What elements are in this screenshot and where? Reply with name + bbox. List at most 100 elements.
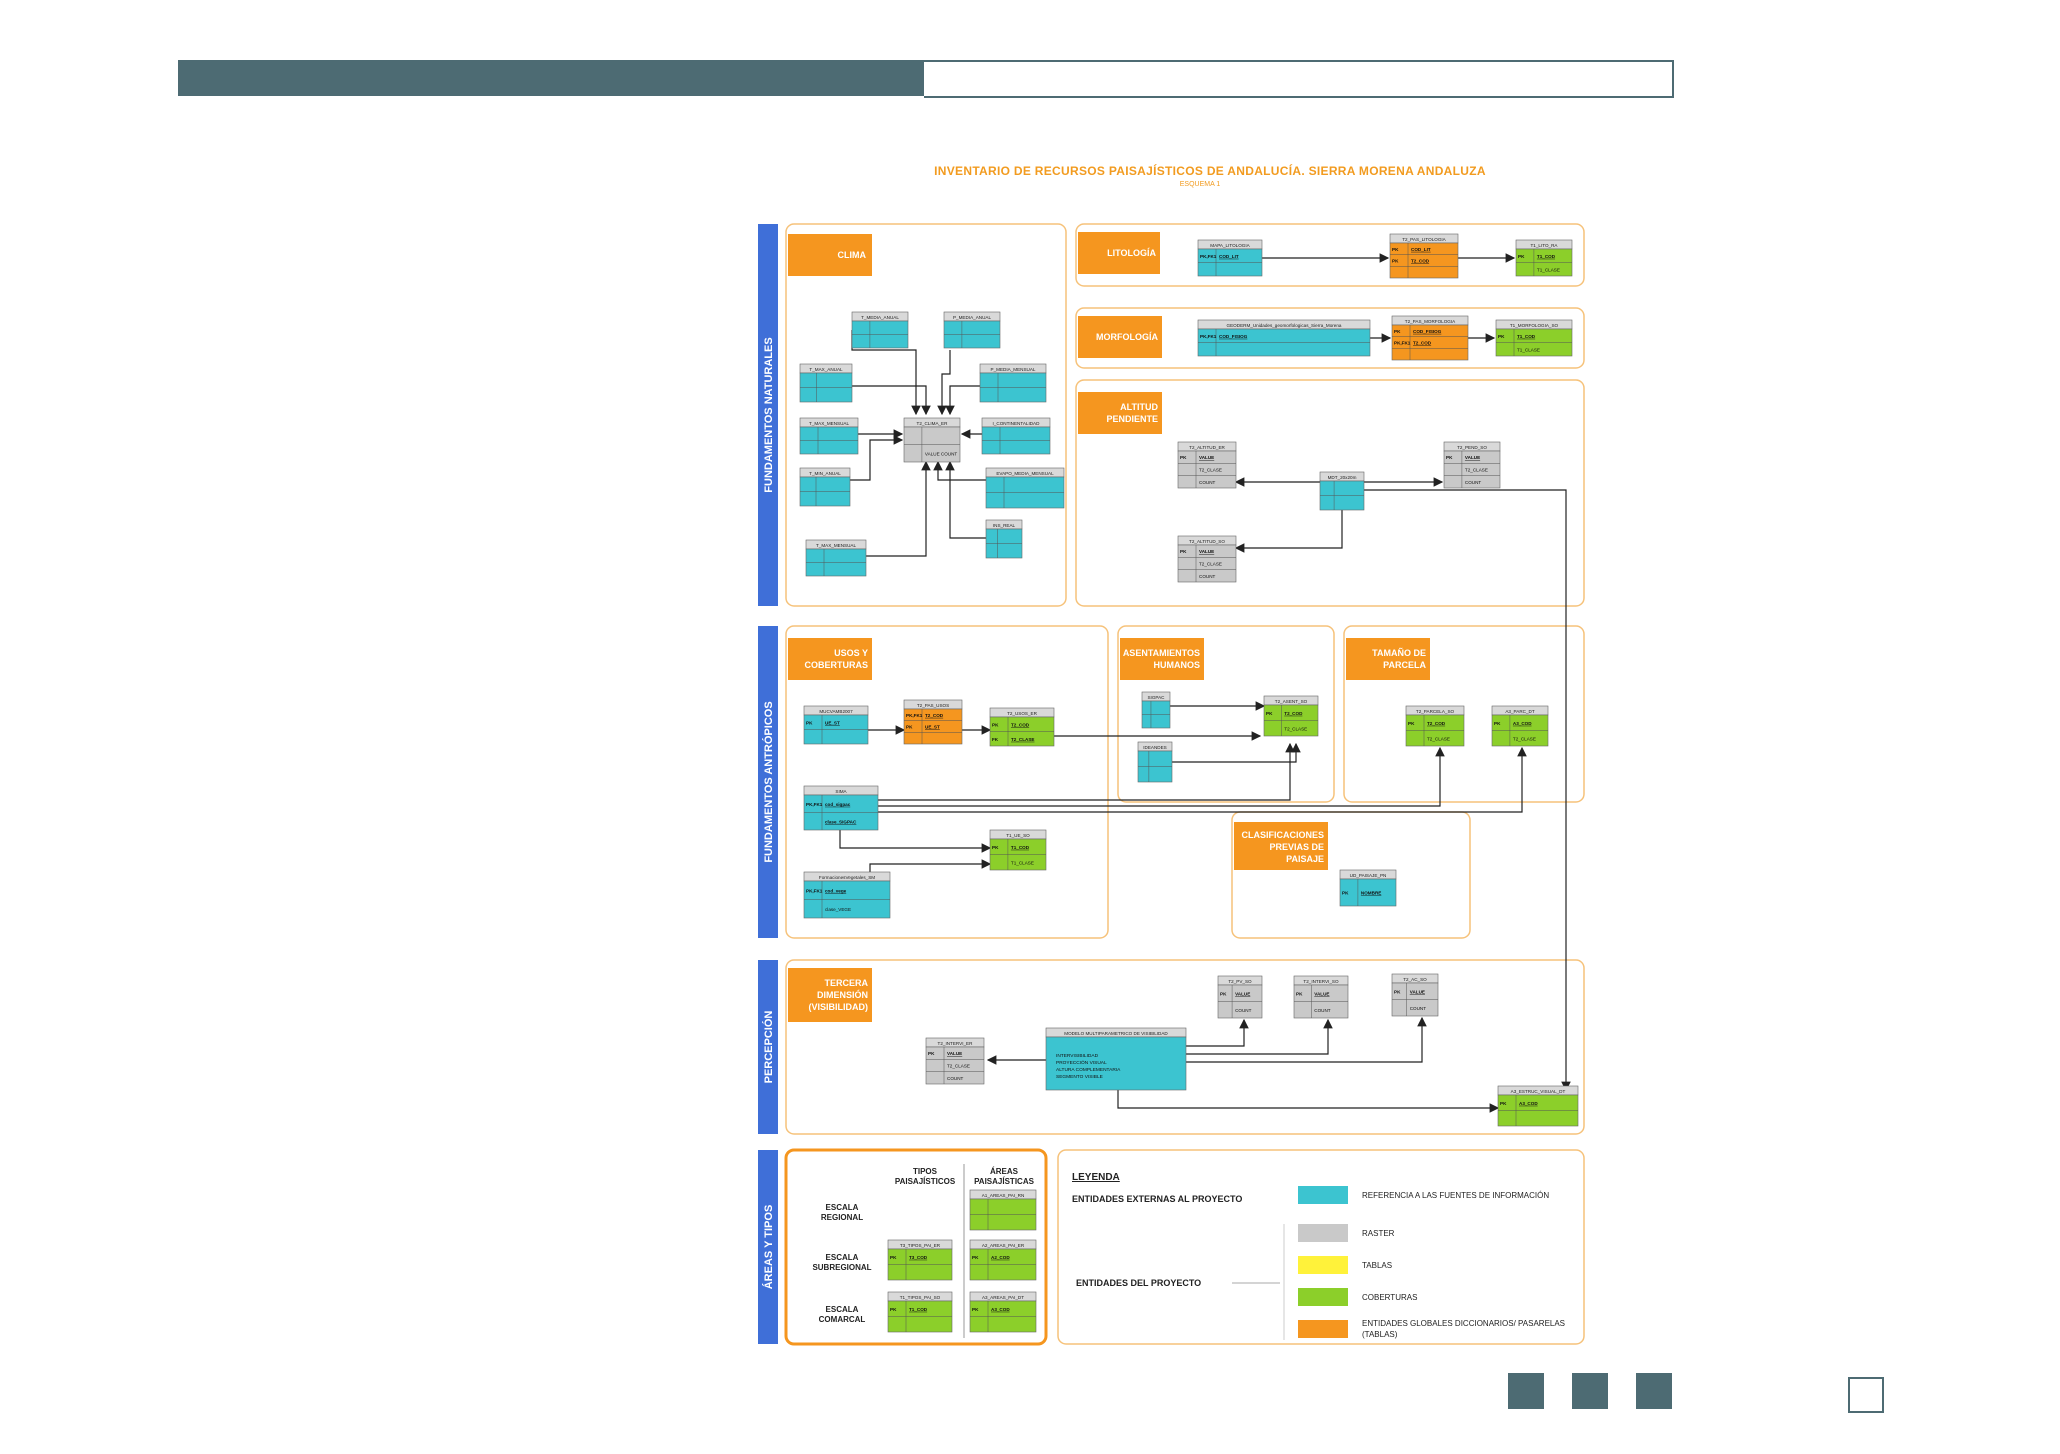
svg-text:T3_COD: T3_COD	[909, 1255, 928, 1260]
svg-text:REFERENCIA A LAS FUENTES DE IN: REFERENCIA A LAS FUENTES DE INFORMACIÓN	[1362, 1191, 1549, 1200]
svg-text:COUNT: COUNT	[1235, 1008, 1252, 1013]
svg-text:T2_CLASE: T2_CLASE	[1427, 736, 1450, 741]
legend-swatch-cyan	[1298, 1186, 1348, 1204]
panel-litologia	[1075, 223, 1585, 287]
svg-text:PK,FK1: PK,FK1	[1394, 341, 1411, 346]
entity-name: INS_REAL	[993, 523, 1016, 528]
edge-tmax	[848, 385, 931, 416]
svg-text:PK: PK	[1518, 254, 1525, 259]
edge-tmin	[850, 435, 904, 481]
panel-altitud	[1075, 379, 1585, 607]
svg-text:T2_COD: T2_COD	[1284, 711, 1303, 716]
svg-text:T2_CLASE: T2_CLASE	[1513, 736, 1536, 741]
svg-text:NOMBRE: NOMBRE	[1361, 891, 1381, 896]
svg-text:UE_ST: UE_ST	[825, 720, 840, 725]
entity-name: T2_ALTITUD_ER	[1189, 445, 1225, 450]
header-bar-outline	[924, 60, 1674, 98]
section-bar-naturales	[758, 224, 778, 606]
entity-t-media-anual: T_MEDIA_ANUAL	[851, 311, 909, 349]
svg-text:DIMENSIÓN: DIMENSIÓN	[817, 989, 868, 1000]
svg-text:(TABLAS): (TABLAS)	[1362, 1330, 1398, 1339]
svg-text:T1_COD: T1_COD	[1537, 254, 1556, 259]
svg-text:REGIONAL: REGIONAL	[821, 1213, 863, 1222]
svg-text:PK: PK	[1394, 989, 1401, 994]
svg-text:ALTURA COMPLEMENTARIA: ALTURA COMPLEMENTARIA	[1056, 1067, 1121, 1073]
entity-name: EVAPO_MEDIA_MENSUAL	[996, 471, 1054, 476]
section-bar-antropicos	[758, 626, 778, 938]
edge-pmensual	[945, 385, 980, 416]
svg-text:cod_sigpac: cod_sigpac	[825, 802, 851, 807]
svg-text:PK: PK	[906, 725, 913, 730]
entity-name: GEODERM_Unidades_geomorfologicas_Sierra_…	[1227, 323, 1342, 328]
svg-text:COBERTURAS: COBERTURAS	[804, 660, 868, 670]
entity-name: T_MIN_ANUAL	[809, 471, 841, 476]
svg-text:PK: PK	[890, 1255, 897, 1260]
svg-text:VALUE: VALUE	[1314, 991, 1329, 996]
entity-name: SIMA	[835, 789, 847, 794]
legend: LEYENDA ENTIDADES EXTERNAS AL PROYECTO E…	[1072, 1172, 1565, 1340]
svg-text:PENDIENTE: PENDIENTE	[1106, 414, 1158, 424]
panels	[784, 223, 1585, 1346]
entity-name: IDEANDES	[1143, 745, 1167, 750]
entity-t-max-anual: T_MAX_ANUAL	[799, 363, 853, 403]
legend-title: LEYENDA	[1072, 1172, 1120, 1183]
svg-text:T2_COD: T2_COD	[925, 713, 944, 718]
section-bar-percepcion	[758, 960, 778, 1134]
entity-name: T2_AC_SO	[1403, 977, 1427, 982]
svg-text:COMARCAL: COMARCAL	[819, 1315, 866, 1324]
svg-text:PK,FK1: PK,FK1	[1200, 254, 1217, 259]
group-asentamientos	[1120, 638, 1204, 680]
legend-swatch-yellow	[1298, 1256, 1348, 1274]
section-label-naturales: FUNDAMENTOS NATURALES	[763, 337, 775, 492]
entity-name: T2_USOS_ER	[1007, 711, 1038, 716]
section-bar-areas	[758, 1150, 778, 1344]
nav-square-1[interactable]	[1508, 1373, 1544, 1409]
entity-name: T1_TIPOS_PAI_SO	[900, 1295, 941, 1300]
svg-text:MORFOLOGÍA: MORFOLOGÍA	[1096, 332, 1158, 342]
entity-name: T2_ALTITUD_SO	[1189, 539, 1225, 544]
svg-text:T2_COD: T2_COD	[1411, 259, 1430, 264]
svg-text:PK,FK1: PK,FK1	[806, 888, 823, 893]
svg-text:A3_COD: A3_COD	[1513, 721, 1532, 726]
svg-text:VALUE: VALUE	[1465, 455, 1480, 460]
entity-name: T2_ASENT_SO	[1275, 699, 1308, 704]
svg-text:VALUE: VALUE	[947, 1051, 962, 1056]
svg-text:A3_COD: A3_COD	[991, 1307, 1010, 1312]
svg-text:PK: PK	[1494, 721, 1501, 726]
svg-text:PK: PK	[1408, 721, 1415, 726]
svg-text:ESCALA: ESCALA	[826, 1203, 859, 1212]
svg-text:(VISIBILIDAD): (VISIBILIDAD)	[809, 1002, 869, 1012]
entity-name: T3_TIPOS_PAI_ER	[900, 1243, 941, 1248]
svg-text:INTERVISIBILIDAD: INTERVISIBILIDAD	[1056, 1053, 1099, 1059]
group-altitud	[1078, 392, 1162, 434]
edge-tmaxmensual2	[866, 460, 931, 557]
svg-text:PK: PK	[992, 845, 999, 850]
entity-name: MUCVAMB2007	[819, 709, 853, 714]
svg-text:COUNT: COUNT	[947, 1076, 964, 1081]
svg-text:PK: PK	[1500, 1101, 1507, 1106]
entity-name: T_MAX_MENSUAL	[816, 543, 857, 548]
svg-text:PK: PK	[928, 1051, 935, 1056]
svg-text:PARCELA: PARCELA	[1383, 660, 1426, 670]
svg-text:ESCALA: ESCALA	[826, 1305, 859, 1314]
nav-square-3[interactable]	[1636, 1373, 1672, 1409]
nav-square-empty[interactable]	[1848, 1377, 1884, 1413]
entity-name: FormacionesVegetales_SM	[819, 875, 875, 880]
panel-asentamientos	[1117, 625, 1335, 803]
svg-text:ENTIDADES GLOBALES DICCIONARIO: ENTIDADES GLOBALES DICCIONARIOS/ PASAREL…	[1362, 1319, 1565, 1328]
entity-name: T_MEDIA_ANUAL	[861, 315, 899, 320]
nav-square-2[interactable]	[1572, 1373, 1608, 1409]
